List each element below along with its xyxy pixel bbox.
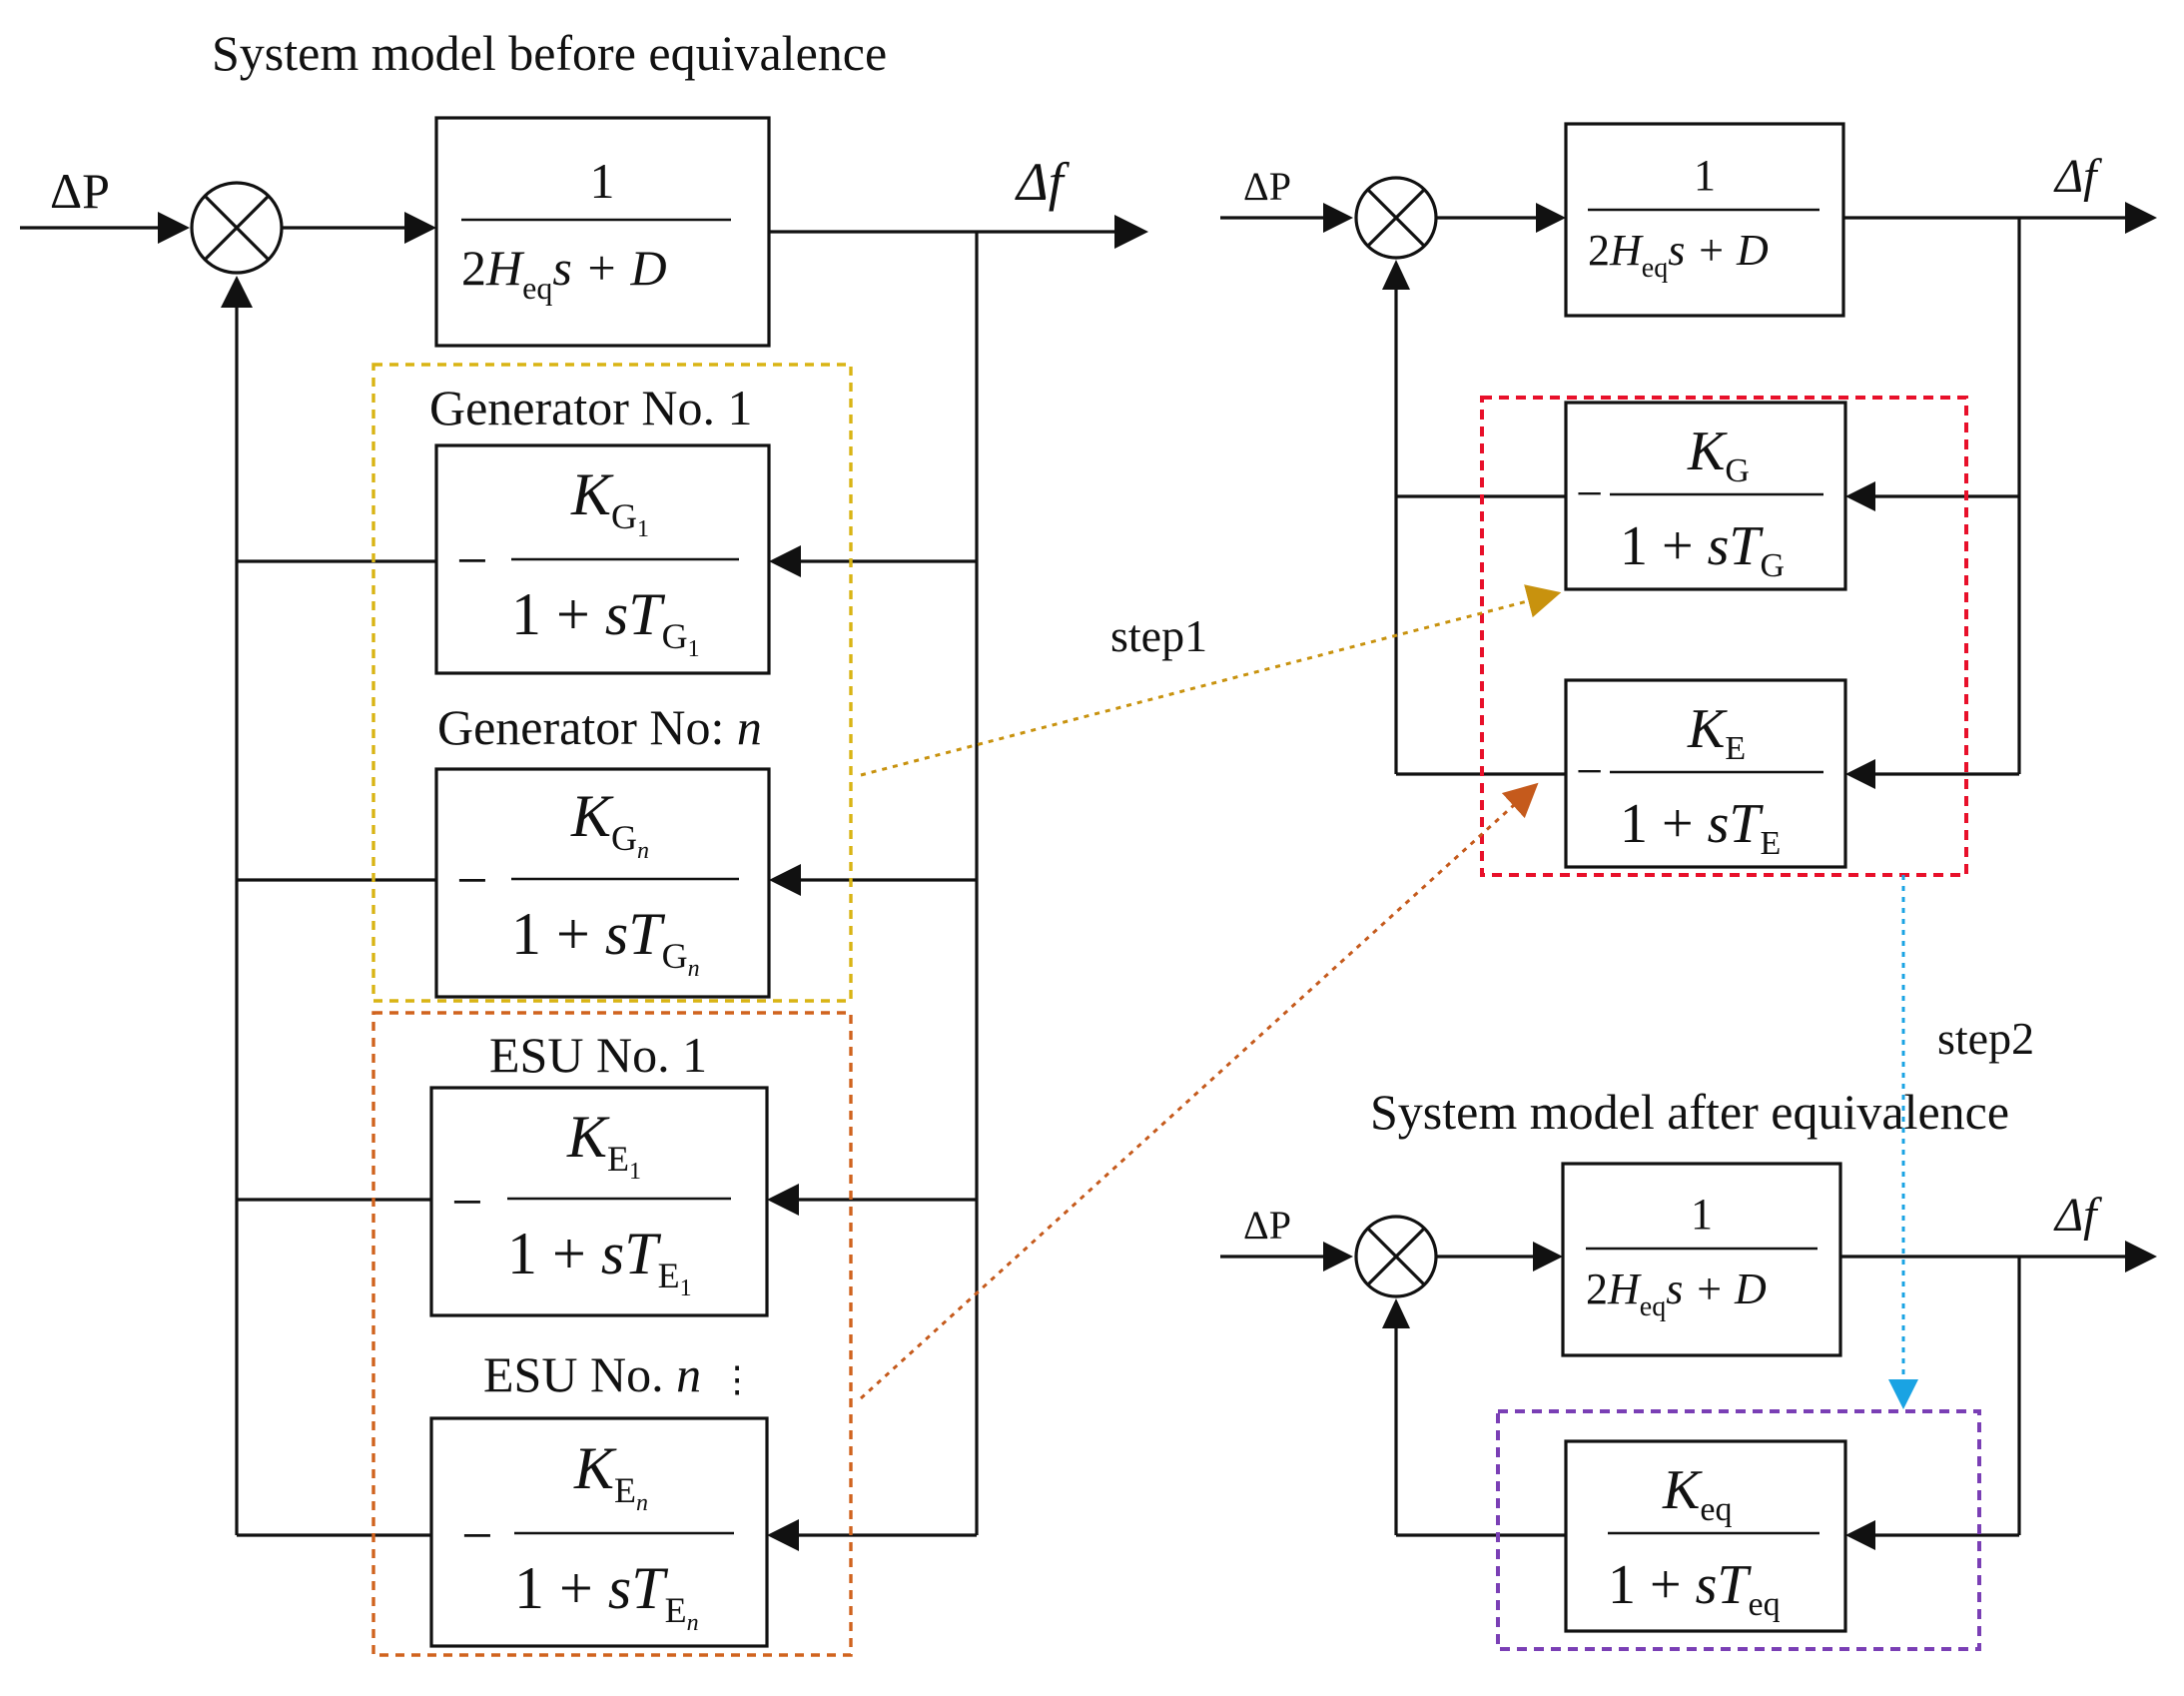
step1-arrow-generators	[860, 584, 1562, 777]
svg-text:1 + sTGn: 1 + sTGn	[511, 901, 700, 982]
ke-block: − KE 1 + sTE	[1564, 678, 1847, 869]
step2-label: step2	[1937, 1013, 2034, 1064]
svg-text:Δf: Δf	[2053, 1189, 2102, 1242]
gen1-block: − KG1 1 + sTG1	[434, 443, 771, 675]
mid-summing-junction	[1354, 176, 1438, 260]
esu1-block: − KE1 1 + sTE1	[429, 1086, 769, 1317]
generator-group-box	[371, 363, 853, 1003]
step1-label: step1	[1110, 610, 1207, 661]
svg-text:−: −	[456, 530, 488, 592]
svg-text:ΔP: ΔP	[1243, 164, 1291, 209]
svg-text:1 + sTeq: 1 + sTeq	[1608, 1554, 1781, 1623]
before-model: System model before equivalence ΔP 1 2He…	[20, 25, 1148, 1657]
svg-text:2Heqs + D: 2Heqs + D	[1588, 226, 1769, 284]
esun-block: − KEn 1 + sTEn	[429, 1416, 769, 1648]
input-arrowhead	[158, 212, 190, 244]
svg-text:ΔP: ΔP	[1243, 1203, 1291, 1248]
esu-group-box	[371, 1011, 853, 1657]
svg-text:KE1: KE1	[566, 1104, 641, 1185]
svg-text:−: −	[451, 1172, 483, 1234]
mid-plant-block: 1 2Heqs + D	[1564, 122, 1845, 318]
svg-text:1: 1	[590, 153, 615, 209]
step2-result-box	[1496, 1409, 1981, 1651]
svg-text:KEn: KEn	[573, 1435, 648, 1516]
svg-text:−: −	[1576, 467, 1603, 520]
svg-text:1 + sTG1: 1 + sTG1	[511, 581, 700, 662]
step1-result-box	[1480, 396, 1968, 877]
step1-arrow-esus	[859, 782, 1539, 1400]
keq-block: Keq 1 + sTeq	[1564, 1439, 1847, 1633]
svg-text:KE: KE	[1687, 698, 1746, 767]
delta-f-label: Δf	[1015, 152, 1071, 212]
genn-block: − KGn 1 + sTGn	[434, 767, 771, 999]
delta-p-label: ΔP	[50, 163, 110, 219]
svg-text:KGn: KGn	[570, 783, 649, 864]
label-esu1: ESU No. 1	[489, 1027, 707, 1083]
svg-text:2Heqs + D: 2Heqs + D	[1586, 1265, 1767, 1322]
label-gen1: Generator No. 1	[429, 380, 753, 435]
svg-text:Keq: Keq	[1662, 1459, 1732, 1528]
title-after: System model after equivalence	[1370, 1084, 2009, 1140]
svg-text:−: −	[456, 850, 488, 912]
summing-junction	[190, 181, 284, 275]
svg-text:1 + sTE: 1 + sTE	[1620, 793, 1781, 862]
svg-text:1 + sTEn: 1 + sTEn	[514, 1555, 699, 1636]
final-plant-block: 1 2Heqs + D	[1561, 1162, 1842, 1357]
kg-block: − KG 1 + sTG	[1564, 401, 1847, 591]
svg-text:−: −	[461, 1505, 493, 1567]
output-arrowhead	[1114, 215, 1148, 249]
svg-text:−: −	[1576, 745, 1603, 798]
label-esun: ESU No. n⋮	[483, 1346, 755, 1402]
title-before: System model before equivalence	[212, 25, 887, 81]
svg-text:1: 1	[1694, 151, 1716, 200]
svg-text:1 + sTG: 1 + sTG	[1620, 515, 1785, 584]
step-arrows: step1 step2	[859, 584, 2034, 1409]
plant-block: 1 2Heqs + D	[434, 116, 771, 348]
svg-text:KG: KG	[1687, 421, 1750, 489]
label-genn: Generator No: n	[437, 699, 762, 755]
after-model: System model after equivalence ΔP 1 2Heq…	[1220, 1084, 2157, 1651]
svg-text:2Heqs + D: 2Heqs + D	[461, 240, 667, 306]
svg-text:Δf: Δf	[2053, 150, 2102, 203]
intermediate-model: ΔP 1 2Heqs + D Δf − K	[1220, 122, 2157, 877]
svg-text:1: 1	[1691, 1190, 1713, 1239]
svg-text:1 + sTE1: 1 + sTE1	[507, 1221, 692, 1301]
final-summing-junction	[1354, 1215, 1438, 1298]
svg-text:KG1: KG1	[570, 461, 649, 542]
